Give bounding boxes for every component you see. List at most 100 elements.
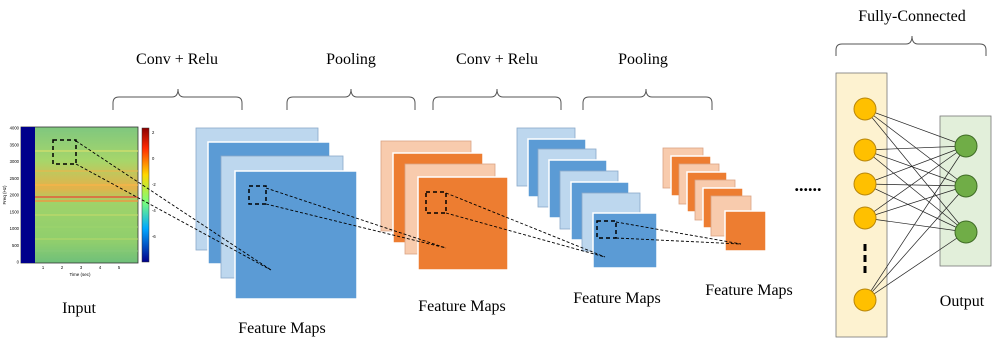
fc-connection bbox=[864, 149, 967, 187]
projection-line bbox=[265, 203, 447, 249]
pooling-brace-2 bbox=[582, 88, 713, 110]
spectrogram-band bbox=[35, 250, 138, 252]
fc-connection bbox=[864, 108, 967, 147]
spectrogram-x-tick: 3 bbox=[80, 265, 83, 270]
fc-connection bbox=[864, 185, 967, 301]
fc-connection bbox=[864, 108, 967, 233]
fc-output-node bbox=[954, 220, 978, 244]
fc-connection bbox=[864, 145, 967, 219]
pooling-label-2: Pooling bbox=[618, 51, 668, 68]
spectrogram-dark-band bbox=[21, 127, 35, 263]
projection-line bbox=[265, 187, 447, 249]
spectrogram-band bbox=[35, 170, 138, 172]
feature-maps-label-3: Feature Maps bbox=[573, 290, 661, 307]
fc-connection bbox=[864, 145, 967, 301]
spectrogram-y-tick: 1500 bbox=[10, 209, 20, 214]
spectrogram-y-tick: 4000 bbox=[10, 126, 20, 131]
projection-lines bbox=[75, 140, 742, 271]
spectrogram-band bbox=[35, 196, 138, 198]
spectrogram-y-tick: 2500 bbox=[10, 176, 20, 181]
conv-relu-label-1: Conv + Relu bbox=[136, 51, 218, 68]
feature-maps-stack-2 bbox=[380, 140, 509, 271]
spectrogram-y-tick: 3000 bbox=[10, 159, 20, 164]
fully-connected-label: Fully-Connected bbox=[858, 8, 966, 25]
fc-hidden-node bbox=[853, 288, 877, 312]
spectrogram-y-tick: 3500 bbox=[10, 142, 20, 147]
spectrogram-band bbox=[35, 226, 138, 228]
fully-connected-network bbox=[835, 72, 992, 338]
spectrogram-band bbox=[35, 150, 138, 152]
fc-output-node bbox=[954, 174, 978, 198]
feature-maps-stack-3 bbox=[516, 127, 658, 269]
spectrogram-x-tick: 4 bbox=[99, 265, 102, 270]
feature-map-front bbox=[234, 170, 358, 300]
fc-connection bbox=[864, 145, 967, 185]
colorbar-tick: -4 bbox=[152, 208, 156, 213]
conv-relu-brace-2 bbox=[432, 88, 562, 110]
ellipsis: ...... bbox=[795, 175, 822, 195]
projection-line bbox=[445, 212, 606, 258]
projection-line bbox=[615, 237, 742, 245]
colorbar-tick: 2 bbox=[152, 130, 155, 135]
fc-connection bbox=[864, 231, 967, 301]
fc-hidden-node bbox=[853, 172, 877, 196]
receptive-field-1 bbox=[248, 185, 267, 205]
feature-maps-label-2: Feature Maps bbox=[418, 298, 506, 315]
feature-maps-label-1: Feature Maps bbox=[238, 320, 326, 337]
projection-line bbox=[75, 163, 272, 271]
feature-maps-stack-4 bbox=[662, 147, 767, 252]
feature-map-front bbox=[417, 176, 509, 271]
spectrogram-band bbox=[35, 200, 138, 202]
receptive-field-2 bbox=[425, 191, 447, 214]
receptive-field-3 bbox=[596, 220, 617, 239]
feature-maps-label-4: Feature Maps bbox=[705, 282, 793, 299]
fc-connection bbox=[864, 183, 967, 233]
fc-hidden-node bbox=[853, 138, 877, 162]
spectrogram-band bbox=[35, 184, 138, 186]
fc-hidden-node bbox=[853, 206, 877, 230]
pooling-label-1: Pooling bbox=[326, 51, 376, 68]
spectrogram-band bbox=[35, 238, 138, 240]
colorbar bbox=[141, 127, 150, 263]
fc-connections bbox=[864, 108, 967, 301]
projection-line bbox=[445, 192, 606, 258]
colorbar-tick: -2 bbox=[152, 182, 156, 187]
colorbar-ticks: 20-2-4-6 bbox=[152, 130, 156, 239]
spectrogram-noise bbox=[35, 150, 138, 252]
fc-nodes bbox=[853, 97, 978, 312]
fc-connection bbox=[864, 217, 967, 233]
fc-connection bbox=[864, 185, 967, 219]
projection-line bbox=[75, 140, 272, 271]
fc-hidden-node bbox=[853, 97, 877, 121]
spectrogram-x-tick: 1 bbox=[42, 265, 45, 270]
feature-maps-stack-1 bbox=[195, 127, 358, 300]
fc-connection bbox=[864, 108, 967, 187]
spectrogram-band bbox=[35, 214, 138, 216]
input-receptive-field bbox=[52, 139, 77, 165]
projection-line bbox=[615, 221, 742, 245]
conv-relu-brace-1 bbox=[112, 88, 243, 110]
feature-map-front bbox=[592, 212, 658, 269]
spectrogram-x-tick: 5 bbox=[118, 265, 121, 270]
spectrogram-y-tick: 2000 bbox=[10, 193, 20, 198]
spectrogram-y-tick: 1000 bbox=[10, 226, 20, 231]
spectrogram-y-tick: 500 bbox=[12, 243, 20, 248]
fc-connection bbox=[864, 149, 967, 233]
spectrogram-x-tick: 2 bbox=[61, 265, 64, 270]
fc-output-node bbox=[954, 134, 978, 158]
spectrogram-xlabel: Time (sec) bbox=[69, 272, 91, 277]
spectrogram-ylabel: Freq (Hz) bbox=[2, 185, 7, 205]
fc-brace bbox=[835, 35, 987, 56]
fc-connection bbox=[864, 145, 967, 151]
spectrogram-x-ticks: 1 2 3 4 5 bbox=[42, 265, 121, 270]
pooling-brace-1 bbox=[286, 88, 416, 110]
spectrogram-plot bbox=[20, 126, 139, 264]
fc-connection bbox=[864, 183, 967, 187]
input-label: Input bbox=[62, 300, 96, 317]
feature-map-front bbox=[724, 210, 767, 252]
conv-relu-label-2: Conv + Relu bbox=[456, 51, 538, 68]
